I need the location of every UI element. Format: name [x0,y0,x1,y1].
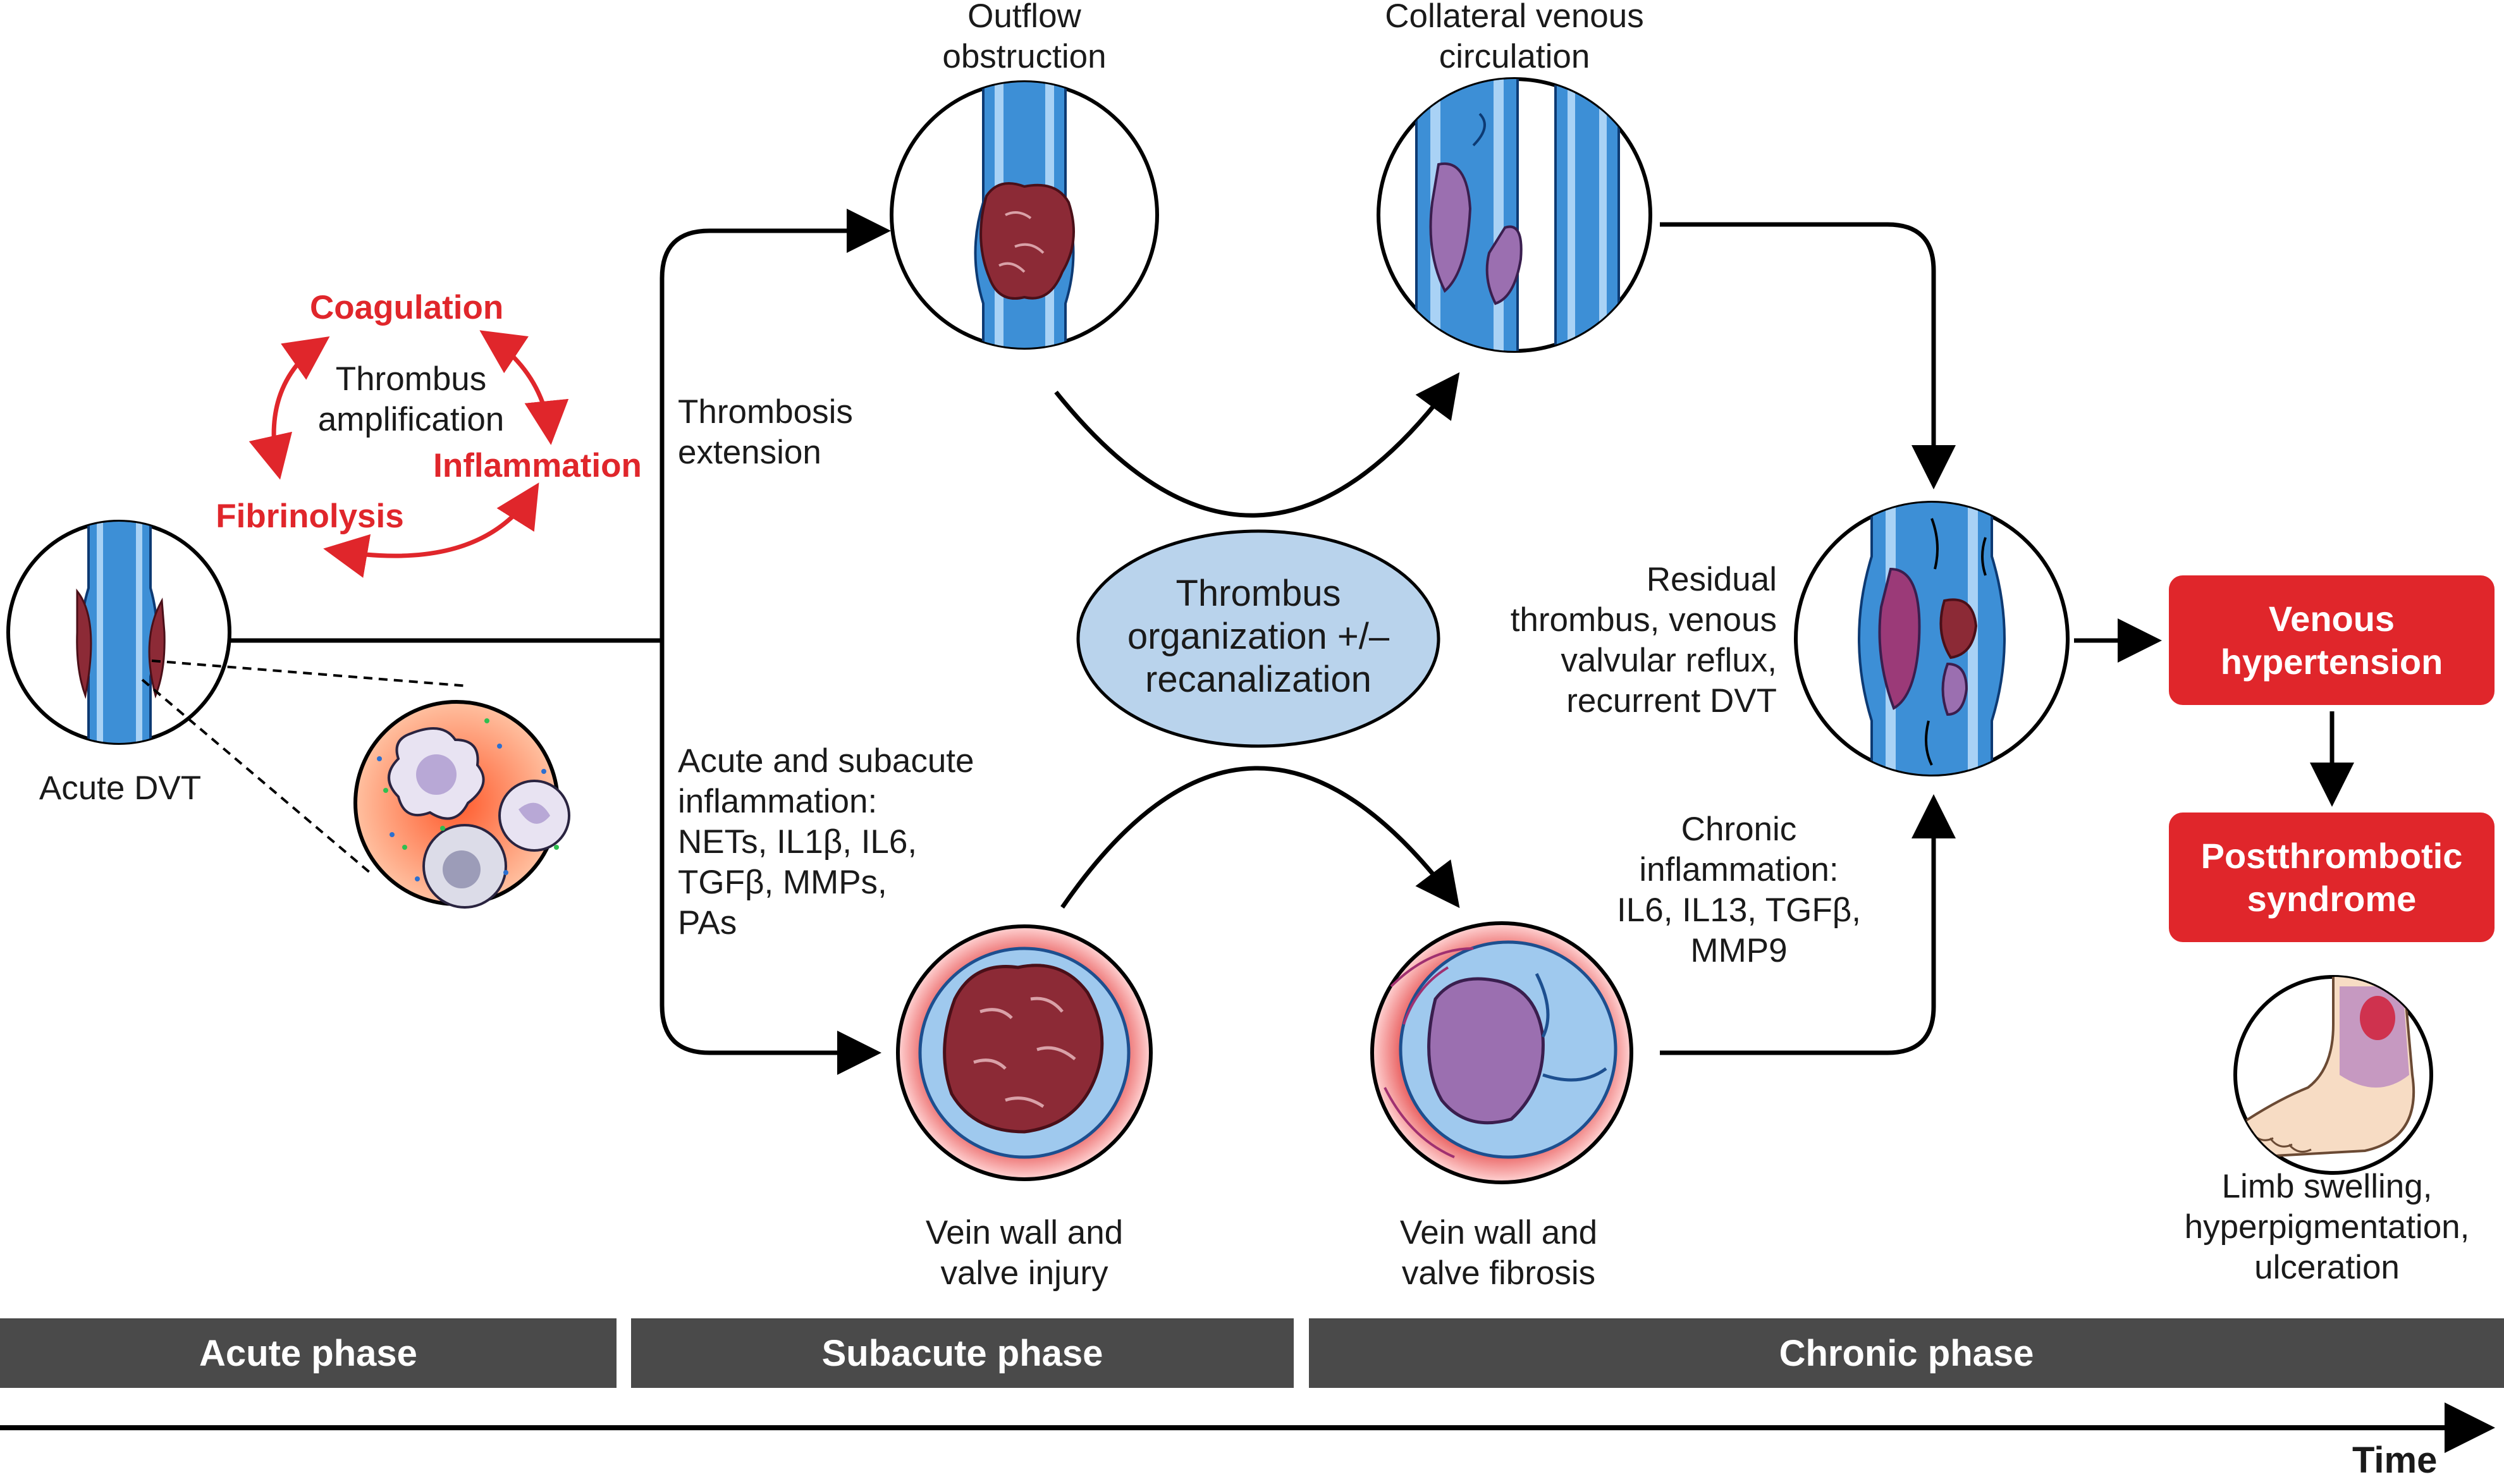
vein-injury-label: Vein wall and valve injury [925,1214,1124,1292]
branch-down [660,641,881,1075]
outflow-obstruction-label: Outflow obstruction [942,0,1107,75]
collateral-to-residual [1660,222,1956,489]
thrombus-amplification-label: Thrombus amplification [317,360,505,438]
phase-subacute: Subacute phase [631,1318,1294,1388]
collateral-circulation-illustration [1377,77,1652,353]
venous-hypertension-box: Venous hypertension [2169,575,2495,705]
branch-up [660,209,891,641]
vein-fibrosis-illustration [1370,921,1633,1184]
arc-upper [1054,372,1460,518]
residual-thrombus-illustration [1794,501,2070,776]
vein-injury-illustration [896,924,1153,1181]
phase-acute: Acute phase [0,1318,617,1388]
chronic-inflammation-label: Chronic inflammation: IL6, IL13, TGFβ, M… [1617,811,1861,969]
foot-illustration [2233,975,2433,1175]
postthrombotic-syndrome-box: Postthrombotic syndrome [2169,813,2495,942]
collateral-circulation-label: Collateral venous circulation [1385,0,1644,75]
thrombosis-extension-label: Thrombosis extension [678,393,853,471]
acute-inflammation-label: Acute and subacute inflammation: NETs, I… [678,742,974,941]
time-label: Time [2352,1440,2438,1481]
inflammation-label: Inflammation [433,447,642,484]
acute-dvt-label: Acute DVT [39,770,202,807]
residual-thrombus-label: Residual thrombus, venous valvular reflu… [1510,561,1777,720]
connectors [231,209,2354,1075]
coagulation-label: Coagulation [310,289,504,326]
acute-dvt-illustration [6,520,469,874]
arc-lower [1060,766,1460,909]
amplification-cycle [249,330,569,578]
phase-chronic: Chronic phase [1309,1318,2504,1388]
inflammation-cell-illustration [353,700,570,909]
organization-ellipse [1076,529,1440,748]
fibrinolysis-label: Fibrinolysis [216,498,404,535]
fibrosis-to-residual [1660,794,1956,1055]
outflow-obstruction-illustration [890,80,1159,350]
organization-label: Thrombus organization +/– recanalization [1127,573,1390,700]
limb-outcome-label: Limb swelling, hyperpigmentation, ulcera… [2184,1168,2470,1286]
vein-fibrosis-label: Vein wall and valve fibrosis [1399,1214,1598,1292]
